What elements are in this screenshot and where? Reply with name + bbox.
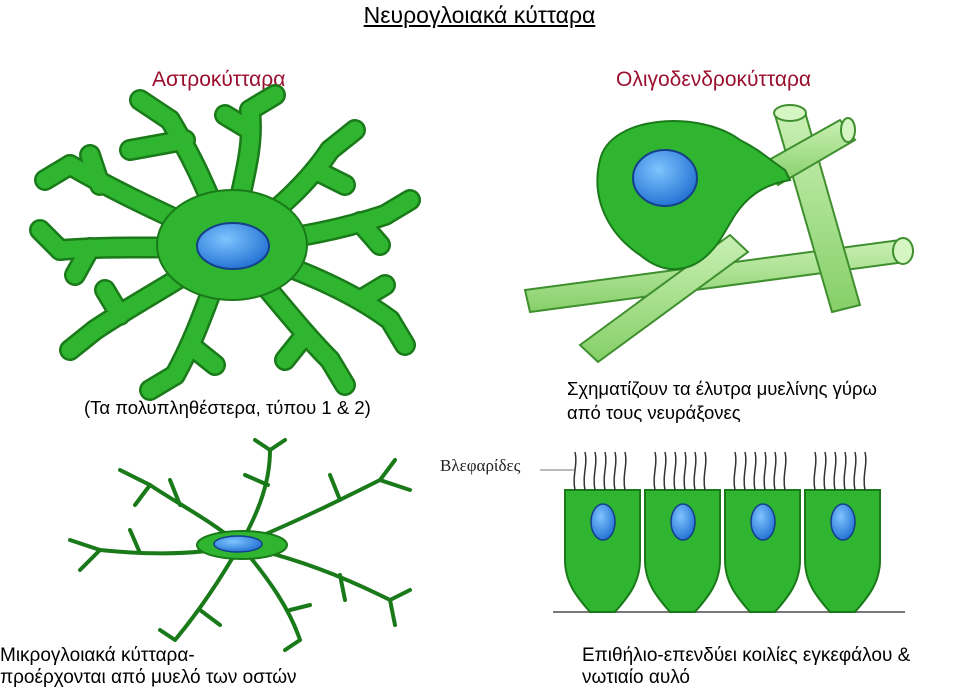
ependymal-caption-line2: νωτιαίο αυλό: [582, 667, 690, 688]
cilia-label: Βλεφαρίδες: [440, 456, 521, 475]
microglia-caption-line2: προέρχονται από μυελό των οστών: [0, 667, 297, 688]
astrocyte-cell: [29, 84, 421, 401]
ependymal-caption-line1: Επιθήλιο-επενδύει κοιλίες εγκεφάλου &: [582, 645, 911, 666]
oligodendrocyte-caption-line2: από τους νευράξονες: [567, 402, 741, 423]
page-title: Νευρογλοιακά κύτταρα: [363, 2, 596, 28]
oligodendrocyte-caption-line1: Σχηματίζουν τα έλυτρα μυελίνης γύρω: [567, 378, 877, 399]
astrocyte-heading: Αστροκύτταρα: [152, 68, 286, 91]
astrocyte-caption: (Τα πολυπληθέστερα, τύπου 1 & 2): [84, 397, 371, 418]
astrocyte-nucleus: [196, 222, 270, 270]
oligodendrocyte-heading: Ολιγοδενδροκύτταρα: [616, 68, 812, 91]
oligodendrocyte-cell: [523, 104, 914, 364]
ependymal-cells: [540, 451, 905, 613]
microglia-caption-line1: Μικρογλοιακά κύτταρα-: [0, 645, 195, 666]
microglia-cell: [68, 438, 412, 652]
